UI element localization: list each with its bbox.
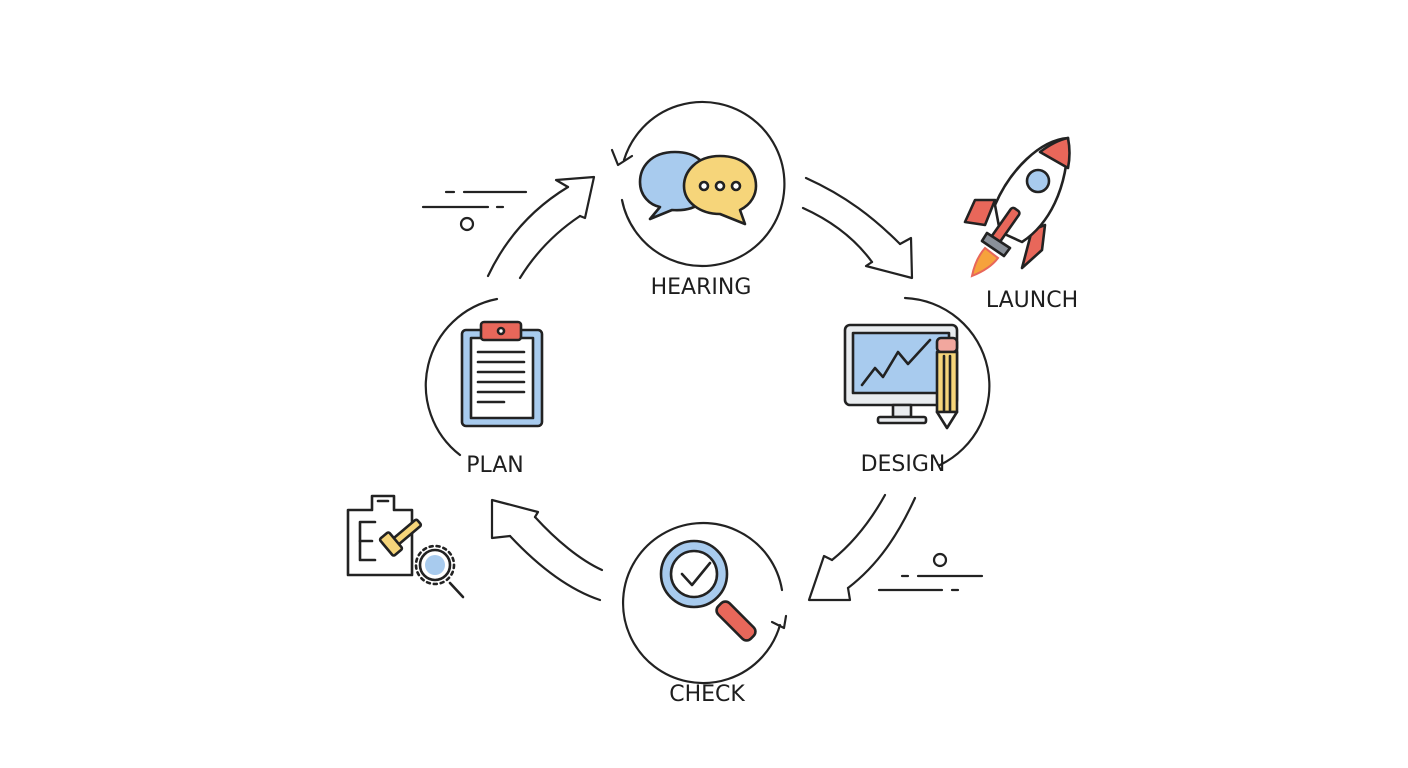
monitor-chart-icon <box>843 323 959 425</box>
pencil-icon <box>935 336 959 430</box>
arrow-design-to-check <box>807 493 917 602</box>
rocket-icon <box>963 136 1071 278</box>
speech-bubbles-icon <box>638 150 758 226</box>
plan-ring <box>424 297 499 457</box>
clipboard-hammer-gear-icon <box>346 494 465 599</box>
arrow-hearing-to-design <box>801 176 914 280</box>
hearing-label: HEARING <box>651 275 752 300</box>
hearing-ring-arrowhead <box>610 148 634 167</box>
gear-magnifier <box>414 544 465 599</box>
design-node: DESIGN <box>843 296 991 477</box>
hearing-ring <box>620 100 786 268</box>
arrow-check-to-plan <box>490 498 604 602</box>
design-label: DESIGN <box>861 452 946 477</box>
check-ring-arrowhead <box>770 614 788 630</box>
check-ring <box>621 521 784 685</box>
check-label: CHECK <box>669 682 745 707</box>
plan-label: PLAN <box>466 453 524 478</box>
hearing-node: HEARING <box>610 100 786 300</box>
launch-node: LAUNCH <box>963 136 1078 313</box>
plan-node: PLAN <box>424 297 544 478</box>
launch-label: LAUNCH <box>986 288 1078 313</box>
magnifier-check-icon <box>659 539 757 642</box>
check-node: CHECK <box>621 521 788 707</box>
clipboard-icon <box>460 320 544 428</box>
motion-lines-top-left <box>421 190 528 232</box>
design-ring <box>903 296 991 467</box>
motion-lines-bottom-right <box>877 552 984 592</box>
arrow-plan-to-hearing <box>486 175 596 280</box>
